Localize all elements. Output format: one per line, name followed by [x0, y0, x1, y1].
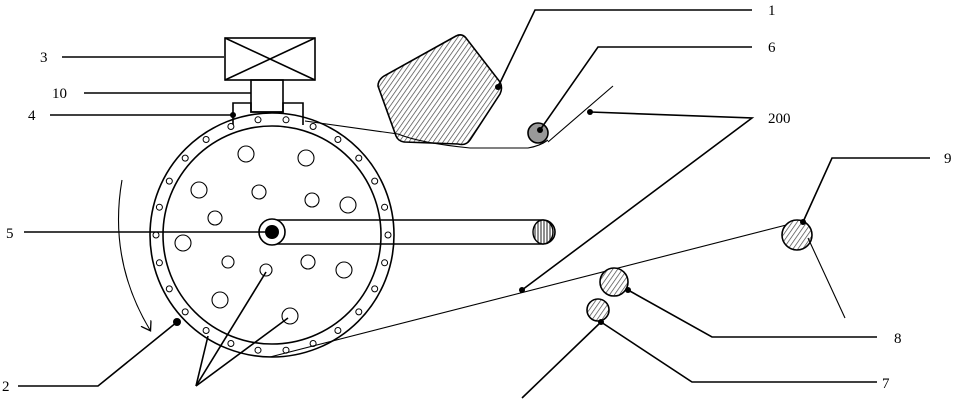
label-200: 200	[768, 111, 791, 127]
label-1: 1	[768, 3, 776, 19]
rim-hole	[181, 308, 189, 316]
drum-rim-holes	[152, 116, 392, 354]
perforation-hole	[259, 263, 273, 277]
rim-hole	[381, 203, 389, 211]
perforation-hole	[237, 145, 255, 163]
rotation-arrow	[117, 179, 151, 330]
label-10: 10	[52, 86, 67, 102]
component-3-box	[224, 37, 316, 81]
roller-8	[599, 267, 629, 297]
rim-hole	[165, 285, 173, 293]
rim-hole	[334, 136, 342, 143]
rim-hole	[165, 177, 173, 185]
rim-hole	[181, 154, 189, 162]
rim-hole	[155, 203, 163, 211]
label-5: 5	[6, 226, 14, 242]
rim-hole	[334, 327, 342, 334]
label-4: 4	[28, 108, 36, 124]
roller-9	[781, 219, 813, 251]
rim-hole	[202, 136, 210, 143]
component-4-bracket	[232, 102, 304, 125]
rim-hole	[355, 154, 363, 162]
film-end-line	[547, 85, 614, 143]
perforation-hole	[207, 210, 223, 226]
drum-inner-ring	[162, 125, 382, 345]
perforation-hole	[300, 254, 316, 270]
label-3: 3	[40, 50, 48, 66]
film-exit-line	[807, 237, 846, 319]
component-1-block	[377, 34, 503, 146]
label-8: 8	[894, 331, 902, 347]
rim-hole	[384, 231, 392, 239]
rim-hole	[254, 116, 262, 124]
rim-hole	[155, 259, 163, 267]
rim-hole	[227, 340, 235, 347]
leader-lines	[18, 9, 930, 399]
rim-hole	[371, 177, 379, 185]
perforation-hole	[297, 149, 315, 167]
rim-hole	[371, 285, 379, 293]
roller-7	[586, 298, 610, 322]
rim-hole	[355, 308, 363, 316]
label-2: 2	[2, 379, 10, 395]
rim-hole	[381, 259, 389, 267]
perforation-hole	[221, 255, 235, 269]
perforation-hole	[190, 181, 208, 199]
rim-hole	[282, 116, 290, 124]
rim-hole	[152, 231, 160, 239]
rim-hole	[254, 346, 262, 354]
rim-hole	[202, 327, 210, 334]
label-9: 9	[944, 151, 952, 167]
perforation-hole	[281, 307, 299, 325]
perforation-hole	[174, 234, 192, 252]
perforation-hole	[304, 192, 320, 208]
arm-end-cap	[532, 219, 554, 245]
label-6: 6	[768, 40, 776, 56]
perforation-hole	[251, 184, 267, 200]
perforation-hole	[339, 196, 357, 214]
perforation-hole	[211, 291, 229, 309]
perforation-hole	[335, 261, 353, 279]
drum-perforations	[174, 145, 357, 325]
component-10-neck	[250, 79, 284, 113]
rim-hole	[309, 123, 317, 130]
rim-hole	[227, 123, 235, 130]
label-7: 7	[882, 376, 890, 392]
crank-arm	[258, 218, 556, 246]
belt-path	[269, 120, 799, 358]
roller-6	[527, 122, 549, 144]
